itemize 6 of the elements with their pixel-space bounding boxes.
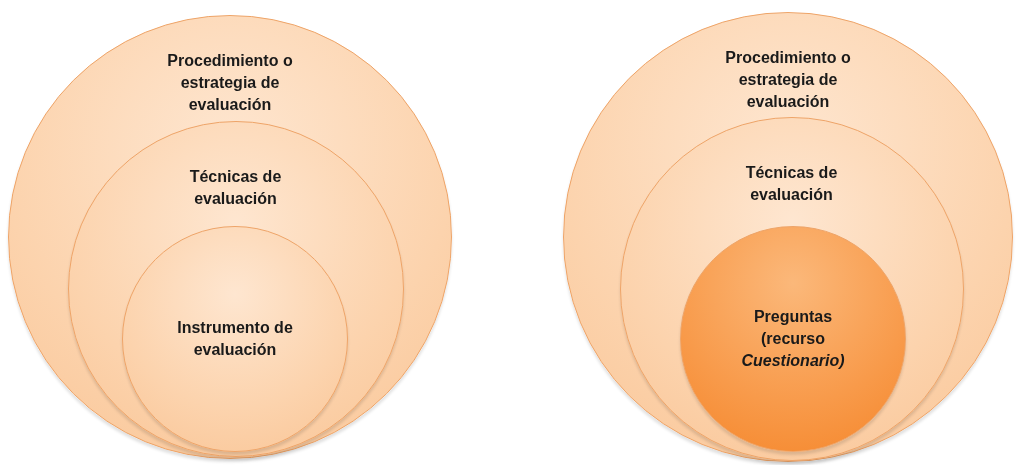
node-label: Instrumento de evaluación: [176, 318, 294, 360]
node-label: Preguntas (recurso Cuestionario): [740, 307, 846, 371]
node-label: Procedimiento o estrategia de evaluación: [724, 48, 852, 112]
node-label: Técnicas de evaluación: [188, 166, 283, 209]
node-label: Técnicas de evaluación: [744, 162, 839, 205]
node-label: Procedimiento o estrategia de evaluación: [166, 51, 294, 115]
